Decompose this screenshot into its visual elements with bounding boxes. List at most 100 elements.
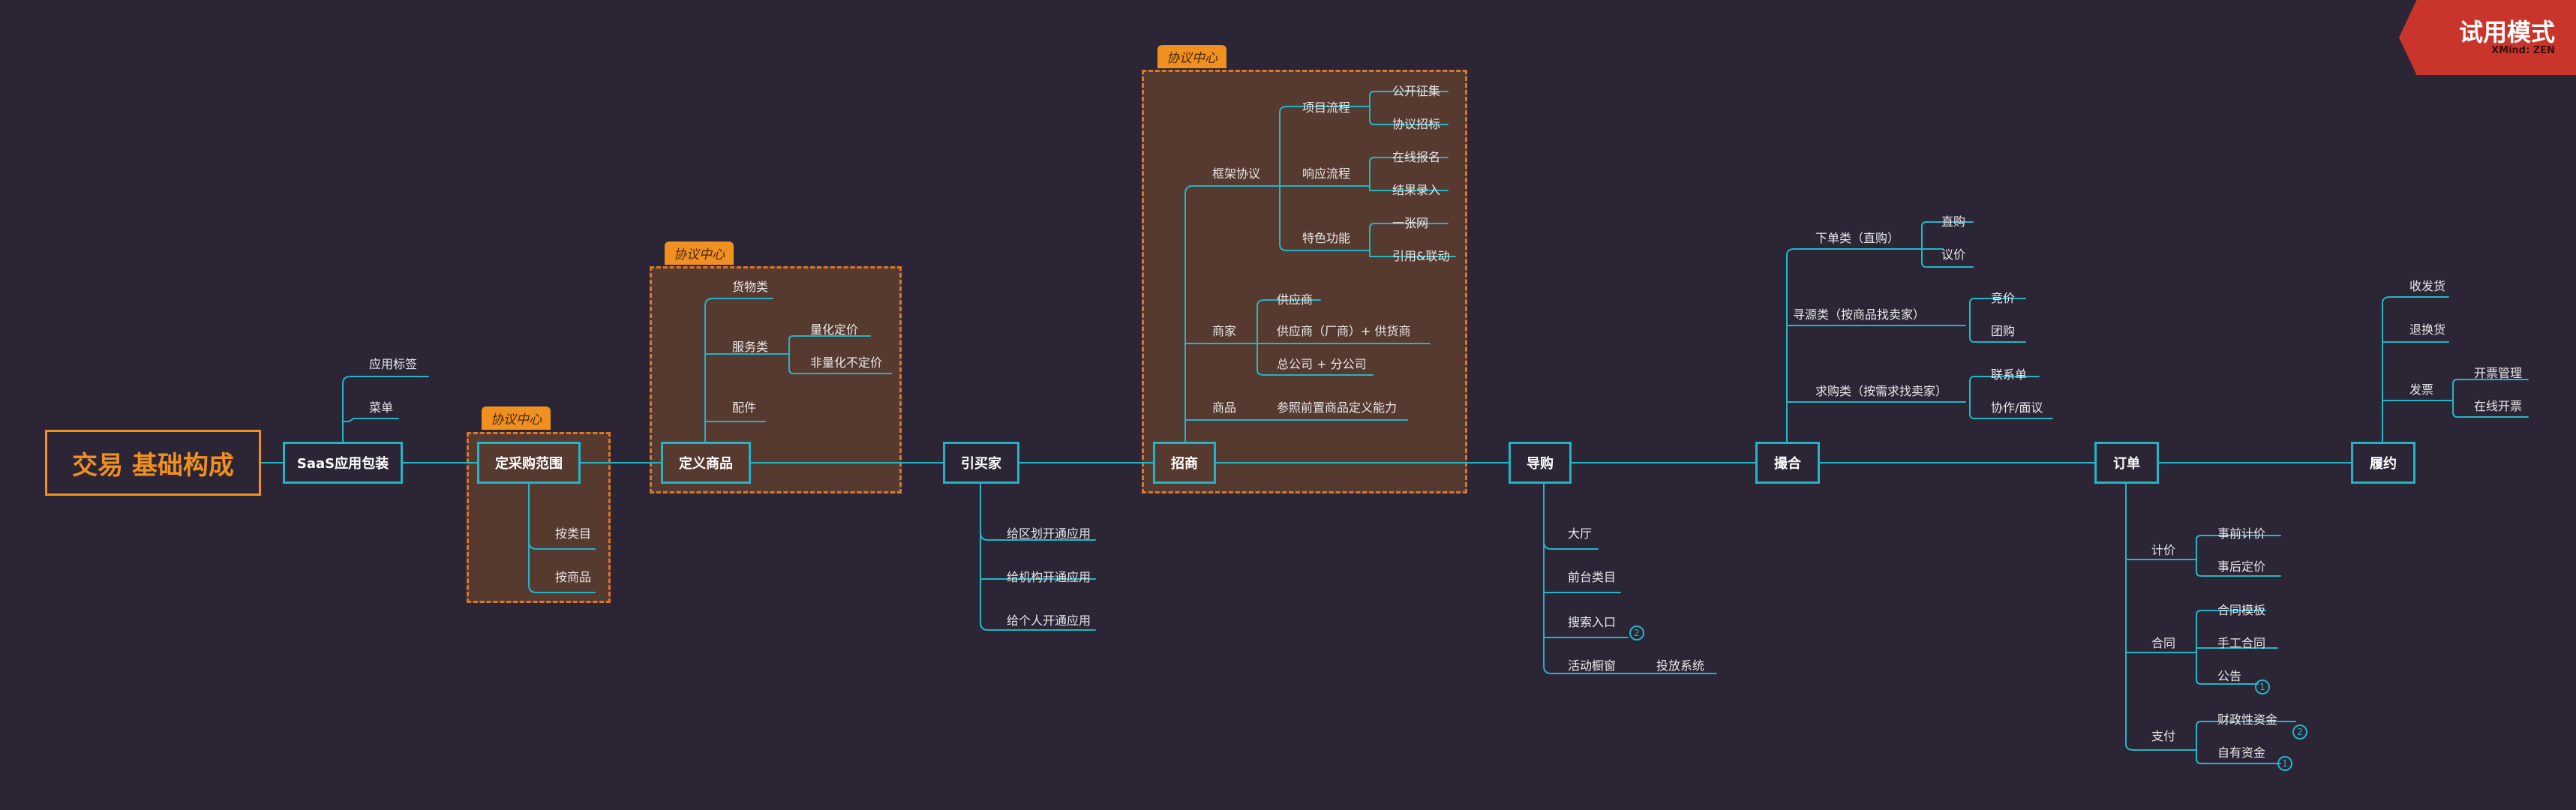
subtopic-xiezuo[interactable]: 协作/面议: [1991, 400, 2043, 415]
subtopic-peijian[interactable]: 配件: [732, 400, 757, 415]
marker-badge-gonggao[interactable]: 1: [2255, 680, 2270, 694]
cuohe-xiadan-line: [1921, 221, 1974, 268]
subtopic-xiangmu[interactable]: 项目流程: [1302, 100, 1351, 115]
marker-badge-sousuo[interactable]: 2: [1629, 626, 1644, 640]
cuohe-xunyuan-line: [1969, 298, 2026, 343]
subtopic-zong[interactable]: 总公司 + 分公司: [1277, 357, 1367, 371]
subtopic-lianghua[interactable]: 量化定价: [810, 322, 859, 337]
subtopic-toufang[interactable]: 投放系统: [1656, 658, 1705, 673]
topic-dingdan[interactable]: 订单: [2094, 442, 2159, 484]
subtopic-gongkai[interactable]: 公开征集: [1392, 84, 1441, 98]
boundary-tag-shangpin[interactable]: 协议中心: [665, 242, 734, 265]
subtopic-geren[interactable]: 给个人开通应用: [1007, 614, 1091, 628]
subtopic-hetong[interactable]: 合同: [2151, 636, 2176, 650]
subtopic-shangpin[interactable]: 商品: [1212, 400, 1237, 415]
subtopic-tuihuan[interactable]: 退换货: [2409, 322, 2446, 337]
subtopic-changshang[interactable]: 供应商（厂商）+ 供货商: [1277, 324, 1411, 338]
subtopic-caidan[interactable]: 菜单: [369, 400, 394, 415]
daogou-branch-line: [1543, 472, 1621, 674]
watermark-title: 试用模式: [2458, 18, 2555, 46]
subtopic-tese[interactable]: 特色功能: [1302, 231, 1351, 245]
lvyue-fapiao-line: [2442, 379, 2529, 418]
subtopic-shangjia[interactable]: 商家: [1212, 324, 1237, 338]
subtopic-xiangying[interactable]: 响应流程: [1302, 166, 1351, 181]
boundary-tag-zhaoshang[interactable]: 协议中心: [1157, 45, 1226, 68]
topic-zhaoshang[interactable]: 招商: [1153, 442, 1216, 484]
watermark-ribbon: [2399, 0, 2576, 75]
subtopic-qiugou[interactable]: 求购类（按需求找卖家）: [1815, 384, 1948, 398]
subtopic-jieguo[interactable]: 结果录入: [1392, 183, 1441, 197]
subtopic-yizhang[interactable]: 一张网: [1392, 216, 1429, 230]
subtopic-feilianghua[interactable]: 非量化不定价: [810, 356, 883, 370]
subtopic-lianxi[interactable]: 联系单: [1991, 368, 2028, 382]
topic-saas[interactable]: SaaS应用包装: [283, 442, 403, 484]
cuohe-qiugou-line: [1969, 376, 2053, 419]
subtopic-tuangou[interactable]: 团购: [1991, 324, 2016, 338]
topic-cuohe[interactable]: 撮合: [1755, 442, 1820, 484]
zhaoshang-branch-line: [1184, 185, 1408, 453]
subtopic-sousuo[interactable]: 搜索入口: [1568, 615, 1617, 629]
topic-yinmaijia[interactable]: 引买家: [943, 442, 1019, 484]
subtopic-canzhao[interactable]: 参照前置商品定义能力: [1277, 400, 1398, 415]
topic-shangpin[interactable]: 定义商品: [661, 442, 751, 484]
subtopic-anleimu[interactable]: 按类目: [555, 526, 592, 541]
subtopic-anshangpin[interactable]: 按商品: [555, 570, 592, 584]
subtopic-yingyong[interactable]: 应用标签: [369, 357, 418, 371]
subtopic-kaipiao-guanli[interactable]: 开票管理: [2474, 366, 2523, 380]
subtopic-gonggao[interactable]: 公告: [2217, 669, 2242, 683]
subtopic-jingjia[interactable]: 竞价: [1991, 291, 2016, 305]
topic-daogou[interactable]: 导购: [1509, 442, 1572, 484]
dingdan-zhifu-line: [2178, 721, 2296, 764]
subtopic-muban[interactable]: 合同模板: [2217, 603, 2266, 617]
subtopic-zaixian-kaipiao[interactable]: 在线开票: [2474, 399, 2523, 413]
subtopic-shoufa[interactable]: 收发货: [2409, 279, 2446, 293]
boundary-tag-caigou[interactable]: 协议中心: [482, 406, 551, 430]
subtopic-fapiao[interactable]: 发票: [2409, 382, 2434, 397]
zhaoshang-xiangmu-line: [1357, 91, 1449, 125]
saas-menu-line: [342, 418, 399, 422]
subtopic-huodong[interactable]: 活动橱窗: [1568, 658, 1617, 673]
marker-badge-caizheng[interactable]: 2: [2292, 724, 2307, 740]
dingdan-jijia-line: [2178, 535, 2281, 577]
zhaoshang-kuangjia-line: [1264, 106, 1359, 251]
cuohe-branch-line: [1786, 248, 1966, 453]
subtopic-dating[interactable]: 大厅: [1568, 526, 1593, 541]
shangpin-branch-line: [704, 298, 773, 453]
dingdan-branch-line: [2125, 472, 2179, 751]
trial-mode-watermark: 试用模式 XMind: ZEN: [2399, 0, 2576, 75]
topic-caigou[interactable]: 定采购范围: [477, 442, 581, 484]
subtopic-qiantai[interactable]: 前台类目: [1568, 570, 1617, 584]
dingdan-hetong-line: [2178, 610, 2278, 685]
subtopic-huowu[interactable]: 货物类: [732, 280, 769, 294]
subtopic-kuangjia[interactable]: 框架协议: [1212, 166, 1261, 181]
marker-badge-ziyou[interactable]: 1: [2277, 756, 2292, 771]
shangpin-fuwu-sub-line: [772, 335, 892, 374]
subtopic-zaixian[interactable]: 在线报名: [1392, 150, 1441, 164]
topic-lvyue[interactable]: 履约: [2351, 442, 2415, 484]
boundary-zhaoshang[interactable]: [1142, 70, 1467, 494]
subtopic-zhifu[interactable]: 支付: [2151, 729, 2176, 743]
subtopic-xiadan[interactable]: 下单类（直购）: [1815, 231, 1900, 245]
subtopic-shihou[interactable]: 事后定价: [2217, 560, 2266, 574]
subtopic-shiqian[interactable]: 事前计价: [2217, 526, 2266, 541]
subtopic-jigou[interactable]: 给机构开通应用: [1007, 570, 1091, 584]
watermark-brand: XMind: ZEN: [2491, 45, 2555, 56]
lvyue-branch-line: [2382, 296, 2449, 453]
subtopic-shougong[interactable]: 手工合同: [2217, 636, 2266, 650]
subtopic-jijia[interactable]: 计价: [2151, 543, 2176, 557]
subtopic-yijia[interactable]: 议价: [1941, 248, 1966, 262]
subtopic-zhigou[interactable]: 直购: [1941, 214, 1966, 229]
subtopic-gongying[interactable]: 供应商: [1277, 292, 1314, 307]
subtopic-xieyi[interactable]: 协议招标: [1392, 117, 1441, 131]
zhaoshang-xiangying-line: [1357, 157, 1449, 191]
yinmaijia-branch-line: [980, 472, 1096, 631]
zhaoshang-tese-line: [1357, 223, 1456, 257]
subtopic-xunyuan[interactable]: 寻源类（按商品找卖家）: [1793, 308, 1926, 322]
subtopic-quhua[interactable]: 给区划开通应用: [1007, 526, 1091, 541]
subtopic-ziyou[interactable]: 自有资金: [2217, 746, 2266, 760]
subtopic-fuwu[interactable]: 服务类: [732, 340, 769, 354]
subtopic-yinyong[interactable]: 引用&联动: [1392, 249, 1450, 263]
root-topic[interactable]: 交易 基础构成: [45, 430, 261, 496]
subtopic-caizheng[interactable]: 财政性资金: [2217, 712, 2278, 727]
